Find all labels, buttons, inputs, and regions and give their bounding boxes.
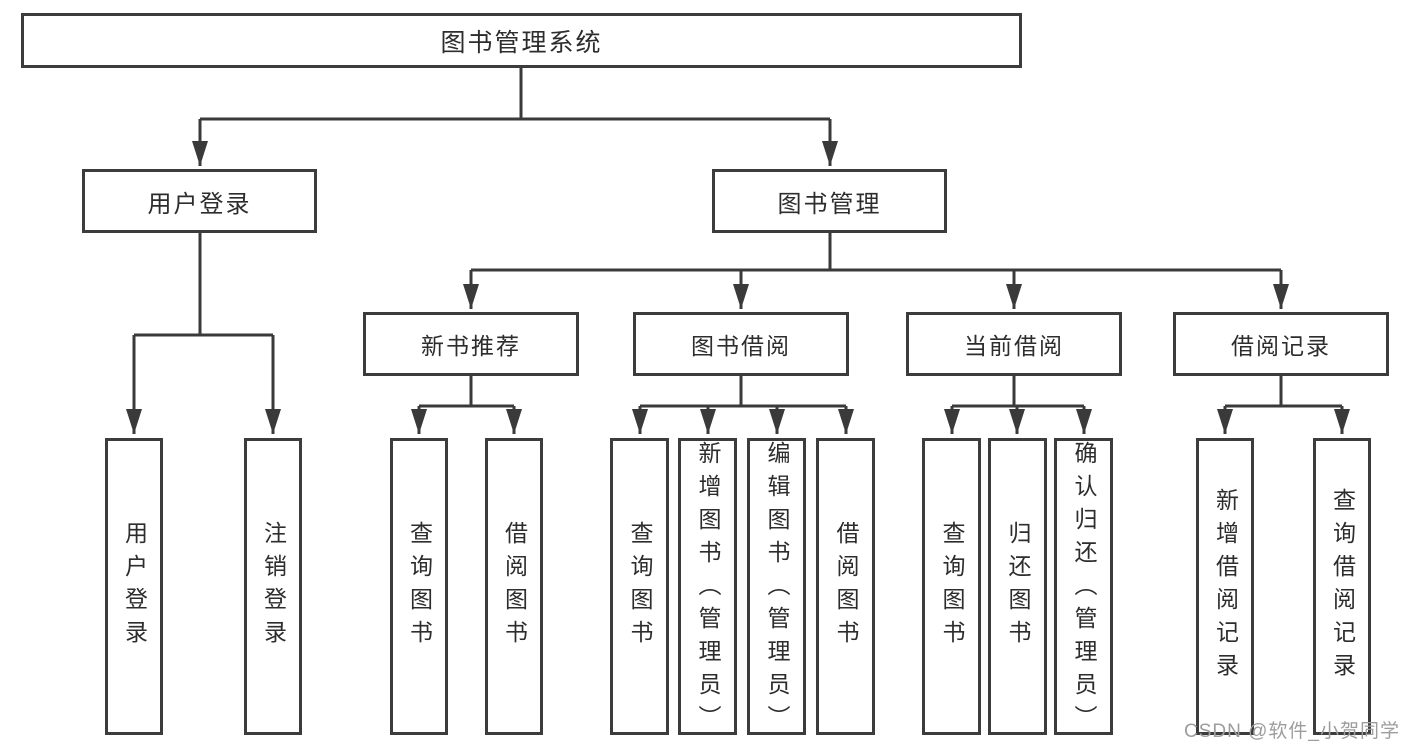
csdn-watermark: CSDN @软件_小贺同学 <box>1184 721 1400 742</box>
node-library-management-system: 图书管理系统 <box>21 13 1022 68</box>
node-label: 新增图书（管理员） <box>695 441 721 738</box>
node-borrowing-records: 借阅记录 <box>1173 312 1389 376</box>
node-book-borrowing: 图书借阅 <box>633 312 849 376</box>
node-return-books: 归还图书 <box>988 438 1047 735</box>
node-label: 新书推荐 <box>421 333 521 359</box>
node-label: 图书管理系统 <box>440 28 603 57</box>
node-label: 图书借阅 <box>691 333 791 359</box>
node-query-books-recommend: 查询图书 <box>390 438 448 735</box>
node-label: 借阅图书 <box>833 520 859 653</box>
node-label: 借阅图书 <box>501 520 528 653</box>
node-add-borrow-record: 新增借阅记录 <box>1196 438 1254 735</box>
node-query-borrow-record: 查询借阅记录 <box>1313 438 1371 735</box>
node-book-management: 图书管理 <box>712 169 947 233</box>
node-borrow-books-action: 借阅图书 <box>816 438 875 735</box>
node-label: 查询图书 <box>939 520 965 653</box>
node-label: 借阅记录 <box>1231 333 1331 359</box>
node-user-login: 用户登录 <box>82 169 317 233</box>
node-label: 查询借阅记录 <box>1329 487 1356 686</box>
node-label: 用户登录 <box>147 190 252 218</box>
node-new-book-recommend: 新书推荐 <box>363 312 579 376</box>
node-edit-books-admin: 编辑图书（管理员） <box>747 438 806 738</box>
node-label: 当前借阅 <box>964 333 1064 359</box>
node-label: 查询图书 <box>406 520 433 653</box>
node-add-books-admin: 新增图书（管理员） <box>678 438 737 738</box>
node-current-borrowing: 当前借阅 <box>906 312 1122 376</box>
node-borrow-books-recommend: 借阅图书 <box>485 438 543 735</box>
node-label: 新增借阅记录 <box>1212 487 1239 686</box>
node-label: 图书管理 <box>777 190 882 218</box>
node-query-books-borrowing: 查询图书 <box>610 438 669 735</box>
node-label: 查询图书 <box>627 520 653 653</box>
node-label: 用户登录 <box>121 520 148 653</box>
node-label: 归还图书 <box>1005 520 1031 653</box>
node-label: 编辑图书（管理员） <box>764 441 790 738</box>
node-user-login-action: 用户登录 <box>105 438 163 735</box>
node-confirm-return-admin: 确认归还（管理员） <box>1054 438 1113 738</box>
node-label: 注销登录 <box>260 520 287 653</box>
node-label: 确认归还（管理员） <box>1071 441 1097 738</box>
node-logout: 注销登录 <box>244 438 302 735</box>
node-query-books-current: 查询图书 <box>922 438 981 735</box>
